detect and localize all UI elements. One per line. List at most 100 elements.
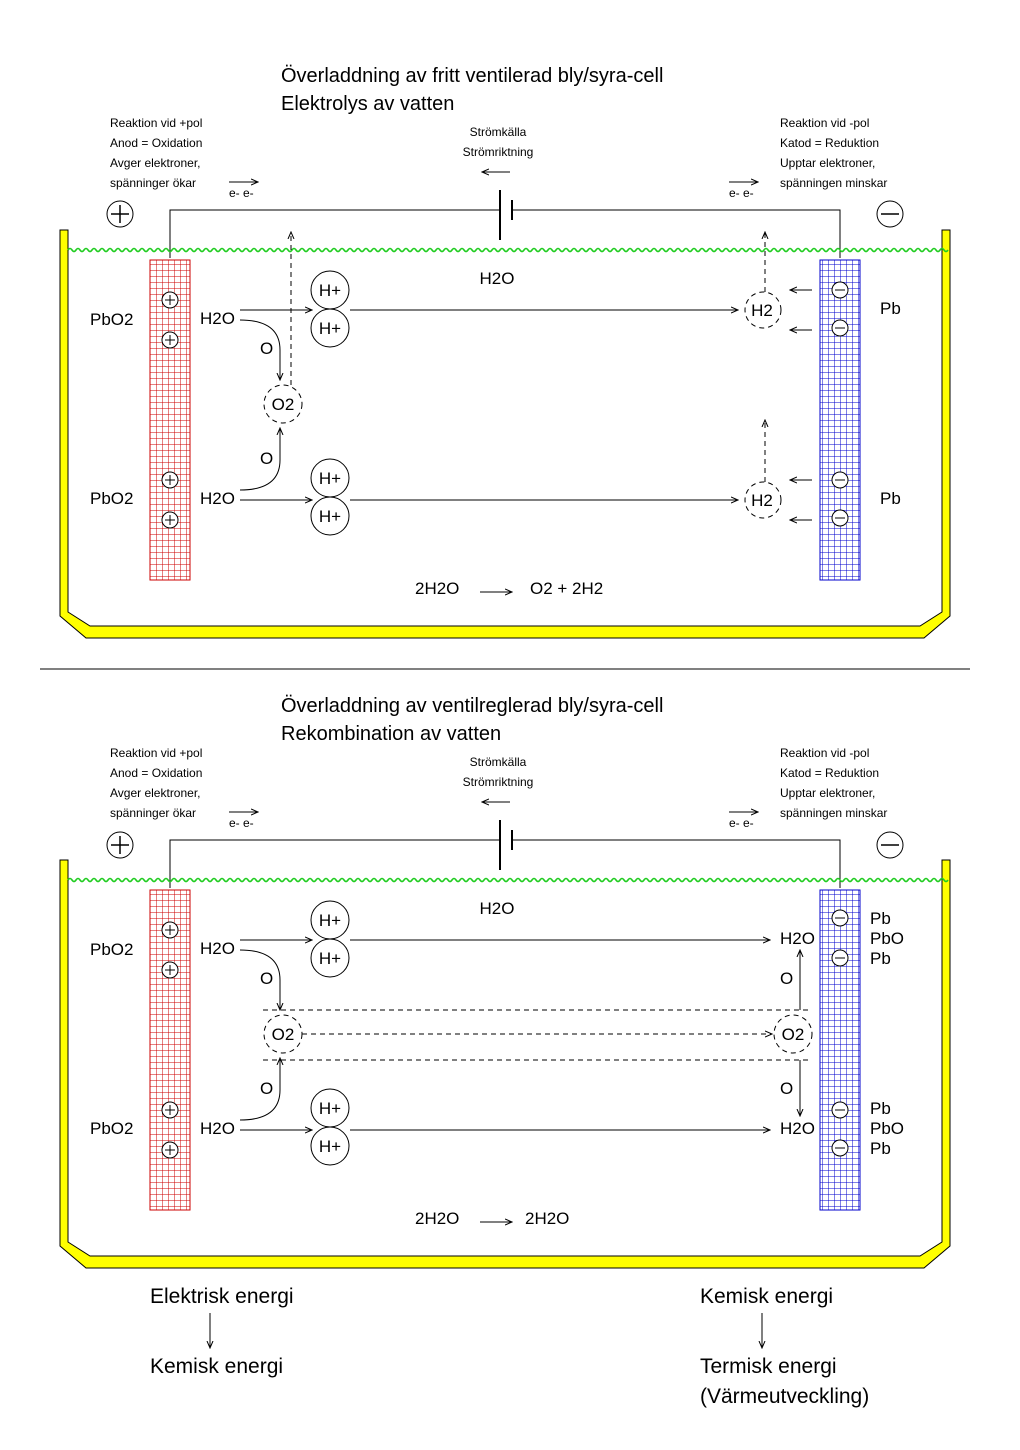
energy-right-bottom-1: Termisk energi: [700, 1355, 837, 1378]
panel1-cathode-info: Reaktion vid -pol Katod = Reduktion Uppt…: [780, 116, 887, 190]
panel1-water-label: H2O: [480, 269, 515, 288]
panel2-circuit-wire: [169, 820, 841, 888]
panel1-electrons-right: e- e-: [729, 186, 754, 200]
panel1-cathode-plate: [819, 259, 861, 581]
panel2-direction-label: Strömriktning: [463, 775, 534, 789]
panel1-left-info-2: Avger elektroner,: [110, 156, 201, 170]
panel2-cathode-minus-charges: [831, 909, 849, 1157]
panel2-source-label: Strömkälla: [470, 755, 527, 769]
panel2-h2o-left-bottom: H2O: [200, 1119, 235, 1138]
panel1-equation-right: O2 + 2H2: [530, 579, 603, 598]
panel2-tank: [59, 859, 951, 1269]
panel2-h2o-right-bottom: H2O: [780, 1119, 815, 1138]
energy-left-top: Elektrisk energi: [150, 1285, 294, 1308]
panel1-direction-label: Strömriktning: [463, 145, 534, 159]
panel2-left-info-0: Reaktion vid +pol: [110, 746, 202, 760]
panel1-title-line2: Elektrolys av vatten: [281, 93, 454, 115]
panel1-anode-label-top: PbO2: [90, 310, 133, 329]
panel1-circuit-wire: [169, 190, 841, 258]
panel2-oxygen-path-top: [239, 949, 280, 1010]
panel2-anode-plus-charges: [161, 921, 179, 1159]
panel1-right-info-1: Katod = Reduktion: [780, 136, 879, 150]
panel1-o2-label: O2: [272, 395, 295, 414]
panel2-hplus-3: H+: [319, 1099, 341, 1118]
plus-terminal-icon: [106, 831, 134, 859]
minus-terminal-icon: [876, 200, 904, 228]
panel2-hplus-4: H+: [319, 1137, 341, 1156]
panel2-hplus-2: H+: [319, 949, 341, 968]
panel1-h2-molecule-bottom: [744, 481, 782, 519]
panel1-source-label: Strömkälla: [470, 125, 527, 139]
panel2-hplus-1: H+: [319, 911, 341, 930]
panel1-electrolyte-surface: [67, 247, 949, 253]
panel2-cathode-bottom-1: PbO: [870, 1119, 904, 1138]
panel2-cathode-top-1: PbO: [870, 929, 904, 948]
panel1-hplus-1: H+: [319, 281, 341, 300]
panel2-electrons-right: e- e-: [729, 816, 754, 830]
panel1-hplus-ions: [310, 270, 350, 536]
panel2-electrons-left: e- e-: [229, 816, 254, 830]
panel2-h2o-right-top: H2O: [780, 929, 815, 948]
panel2-cathode-plate: [819, 889, 861, 1211]
panel1-hplus-2: H+: [319, 319, 341, 338]
panel1-right-info-2: Upptar elektroner,: [780, 156, 875, 170]
panel1-oxygen-path-bottom: [239, 428, 280, 491]
panel2-left-info-1: Anod = Oxidation: [110, 766, 202, 780]
panel2-cathode-bottom-2: Pb: [870, 1139, 891, 1158]
panel1-right-info-3: spänningen minskar: [780, 176, 887, 190]
panel2-right-info-0: Reaktion vid -pol: [780, 746, 869, 760]
panel1-cathode-label-top: Pb: [880, 299, 901, 318]
panel1-electron-inflow-arrows: [790, 290, 812, 520]
panel2-title-line2: Rekombination av vatten: [281, 723, 501, 745]
panel1-title-line1: Överladdning av fritt ventilerad bly/syr…: [281, 65, 663, 87]
panel2-anode-info: Reaktion vid +pol Anod = Oxidation Avger…: [110, 746, 202, 820]
minus-terminal-icon: [876, 831, 904, 859]
panel-free-vented: Överladdning av fritt ventilerad bly/syr…: [59, 65, 951, 639]
panel2-right-info-2: Upptar elektroner,: [780, 786, 875, 800]
panel1-hplus-4: H+: [319, 507, 341, 526]
panel2-o-label-right-top: O: [780, 969, 793, 988]
panel2-water-label: H2O: [480, 899, 515, 918]
panel1-o-label-bottom: O: [260, 449, 273, 468]
panel2-cathode-top-2: Pb: [870, 949, 891, 968]
panel1-anode-label-bottom: PbO2: [90, 489, 133, 508]
panel1-oxygen-path-top: [239, 319, 280, 380]
panel1-h2o-bottom: H2O: [200, 489, 235, 508]
panel2-left-info-2: Avger elektroner,: [110, 786, 201, 800]
energy-right-top: Kemisk energi: [700, 1285, 833, 1308]
panel1-tank: [59, 229, 951, 639]
panel1-left-info-3: spänninger ökar: [110, 176, 196, 190]
panel2-o-label-right-bottom: O: [780, 1079, 793, 1098]
panel2-title-line1: Överladdning av ventilreglerad bly/syra-…: [281, 695, 663, 717]
panel1-electrons-left: e- e-: [229, 186, 254, 200]
panel2-cathode-info: Reaktion vid -pol Katod = Reduktion Uppt…: [780, 746, 887, 820]
panel1-right-info-0: Reaktion vid -pol: [780, 116, 869, 130]
panel1-o2-molecule: [263, 384, 303, 424]
panel2-hplus-ions: [310, 900, 350, 1166]
panel1-anode-info: Reaktion vid +pol Anod = Oxidation Avger…: [110, 116, 202, 190]
panel2-o-label-left-top: O: [260, 969, 273, 988]
panel2-cathode-stack-top: Pb PbO Pb: [870, 909, 904, 968]
panel2-oxygen-transport-channel: [263, 1009, 810, 1061]
panel2-equation-right: 2H2O: [525, 1209, 569, 1228]
panel2-cathode-bottom-0: Pb: [870, 1099, 891, 1118]
panel2-h2o-left-top: H2O: [200, 939, 235, 958]
panel2-right-info-1: Katod = Reduktion: [780, 766, 879, 780]
panel1-hplus-3: H+: [319, 469, 341, 488]
panel1-cathode-minus-charges: [831, 281, 849, 527]
panel1-anode-plus-charges: [161, 291, 179, 529]
panel1-cathode-label-bottom: Pb: [880, 489, 901, 508]
plus-terminal-icon: [106, 200, 134, 228]
panel1-h2-label-top: H2: [751, 301, 773, 320]
panel2-o2-label-right: O2: [782, 1025, 805, 1044]
panel1-o-label-top: O: [260, 339, 273, 358]
panel2-right-info-3: spänningen minskar: [780, 806, 887, 820]
panel2-electrolyte-surface: [67, 877, 949, 883]
panel2-cathode-top-0: Pb: [870, 909, 891, 928]
panel1-left-info-0: Reaktion vid +pol: [110, 116, 202, 130]
panel2-anode-label-top: PbO2: [90, 940, 133, 959]
panel2-o-label-left-bottom: O: [260, 1079, 273, 1098]
energy-conversion: Elektrisk energi Kemisk energi Kemisk en…: [150, 1285, 869, 1408]
panel1-h2-label-bottom: H2: [751, 491, 773, 510]
